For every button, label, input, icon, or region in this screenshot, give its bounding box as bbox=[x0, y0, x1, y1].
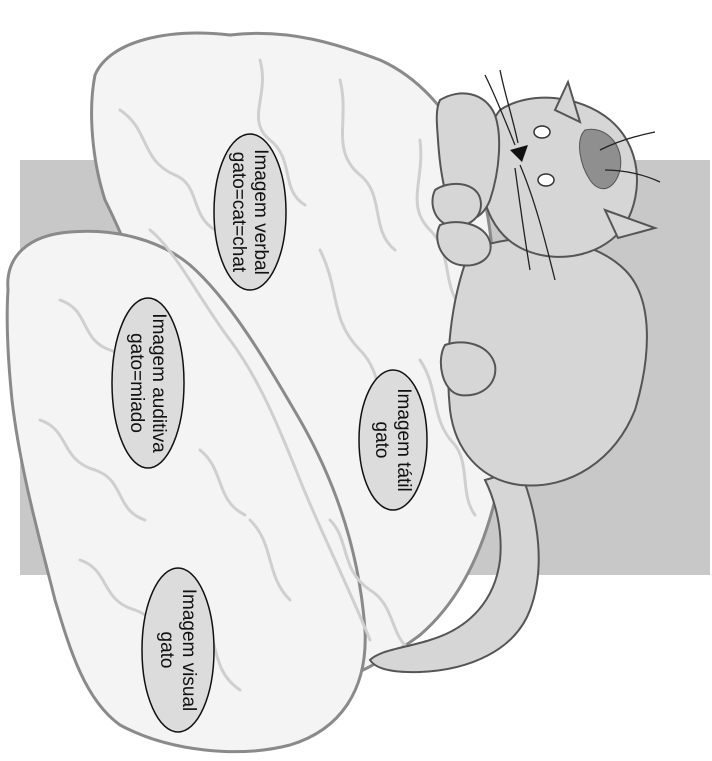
label-visual-line1: Imagem visual bbox=[178, 589, 199, 712]
label-tatil-ellipse bbox=[359, 370, 427, 510]
label-verbal: Imagem verbal gato=cat=chat bbox=[214, 134, 286, 290]
cat-front-paw bbox=[432, 184, 481, 226]
label-verbal-line2: gato=cat=chat bbox=[228, 152, 249, 273]
label-auditiva-line2: gato=miado bbox=[126, 333, 147, 433]
cat-eye-lower bbox=[538, 174, 554, 186]
label-verbal-line1: Imagem verbal bbox=[250, 149, 271, 275]
label-tatil: Imagem tátil gato bbox=[359, 370, 427, 510]
label-tatil-line2: gato bbox=[371, 422, 392, 459]
label-tatil-line1: Imagem tátil bbox=[393, 388, 414, 491]
cat-hind-paw bbox=[441, 342, 495, 395]
cat-eye-upper bbox=[534, 126, 550, 138]
label-auditiva: Imagem auditiva gato=miado bbox=[112, 298, 184, 468]
label-auditiva-ellipse bbox=[112, 298, 184, 468]
label-visual: Imagem visual gato bbox=[142, 568, 214, 732]
label-visual-line2: gato bbox=[156, 632, 177, 669]
label-verbal-ellipse bbox=[214, 134, 286, 290]
label-visual-ellipse bbox=[142, 568, 214, 732]
label-auditiva-line1: Imagem auditiva bbox=[148, 313, 169, 453]
